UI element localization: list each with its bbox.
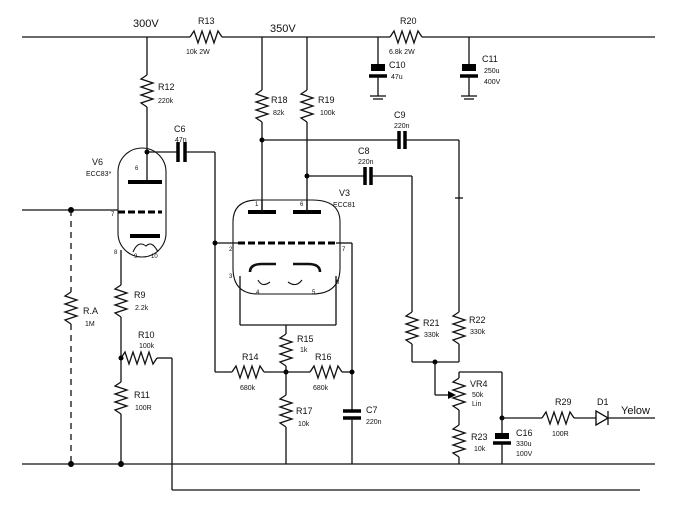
- c9-value: 220n: [394, 123, 410, 130]
- v6-pin-heater-b: 10: [151, 254, 158, 260]
- v6-pin-cathode: 8: [114, 250, 118, 256]
- v3-pin-grid-b: 7: [342, 247, 346, 253]
- v3-plate-branches: [253, 37, 463, 312]
- v6-name: V6: [92, 157, 103, 167]
- v3-bias-network: [212, 240, 361, 464]
- r29-value: 100R: [552, 431, 569, 438]
- c10-value: 47u: [391, 74, 403, 81]
- r11-value: 100R: [135, 405, 152, 412]
- vr4-name: VR4: [470, 379, 488, 389]
- v3-pin-grid-a: 2: [229, 247, 233, 253]
- v3-pin-plate-b: 6: [300, 202, 304, 208]
- r22-name: R22: [469, 315, 486, 325]
- r14-name: R14: [242, 352, 259, 362]
- r17-name: R17: [296, 406, 313, 416]
- r19-name: R19: [318, 95, 335, 105]
- r29-name: R29: [555, 397, 572, 407]
- v6-pin-heater-a: 9: [134, 254, 138, 260]
- r20-value: 6.8k 2W: [389, 49, 415, 56]
- mixer-network: [403, 311, 655, 464]
- r16-name: R16: [315, 352, 332, 362]
- vr4-value: 50k: [472, 392, 484, 399]
- r18-name: R18: [271, 95, 288, 105]
- r10-value: 100k: [139, 343, 155, 350]
- c16-name: C16: [516, 428, 533, 438]
- r22-value: 330k: [470, 329, 486, 336]
- r15-name: R15: [297, 334, 314, 344]
- r9-name: R9: [134, 290, 146, 300]
- input-line: [22, 207, 118, 467]
- c7-value: 220n: [366, 419, 382, 426]
- r13-value: 10k 2W: [186, 49, 210, 56]
- v3-pin-heater-a: 4: [256, 290, 260, 296]
- r14-value: 680k: [240, 385, 256, 392]
- ra-value: 1M: [85, 321, 95, 328]
- c8-value: 220n: [358, 159, 374, 166]
- vr4-taper: Lin: [472, 401, 481, 408]
- c8-name: C8: [358, 146, 370, 156]
- r21-name: R21: [423, 318, 440, 328]
- v6-type: ECC83*: [86, 171, 112, 178]
- output-label: Yelow: [621, 405, 650, 417]
- r9-value: 2.2k: [135, 305, 149, 312]
- v3-tube: [232, 199, 341, 295]
- r12-value: 220k: [158, 98, 174, 105]
- c6-value: 47n: [175, 137, 187, 144]
- r11-name: R11: [134, 390, 150, 400]
- c11-name: C11: [482, 54, 498, 64]
- r18-value: 82k: [273, 110, 285, 117]
- c11-capacitor: [460, 37, 478, 100]
- v6-plate-branch: [138, 37, 216, 372]
- r13-name: R13: [198, 16, 215, 26]
- v6-pin-grid: 7: [111, 212, 115, 218]
- rail-300v-label: 300V: [133, 18, 159, 30]
- c6-name: C6: [174, 124, 186, 134]
- r20-name: R20: [400, 16, 417, 26]
- v3-pin-cathode-b: 8: [336, 280, 340, 286]
- c10-name: C10: [389, 60, 406, 70]
- r19-value: 100k: [320, 110, 336, 117]
- c11-value: 250u: [484, 68, 500, 75]
- v6-tube: [117, 147, 167, 258]
- r12-name: R12: [158, 82, 175, 92]
- rail-350v-label: 350V: [270, 23, 296, 35]
- v3-pin-cathode-a: 3: [229, 274, 233, 280]
- r23-name: R23: [471, 432, 488, 442]
- c16-value: 330u: [516, 441, 532, 448]
- c9-name: C9: [394, 110, 406, 120]
- v3-pin-heater-b: 5: [312, 290, 316, 296]
- c16-voltage: 100V: [516, 451, 533, 458]
- c10-capacitor: [369, 37, 387, 100]
- r15-value: 1k: [300, 347, 308, 354]
- r10-name: R10: [138, 330, 155, 340]
- c7-name: C7: [366, 405, 378, 415]
- r21-value: 330k: [424, 332, 440, 339]
- supply-rail: [22, 28, 655, 46]
- r17-value: 10k: [298, 421, 310, 428]
- v3-name: V3: [339, 188, 350, 198]
- ra-name: R.A: [83, 306, 98, 316]
- v6-cathode-chain: [112, 250, 640, 491]
- r23-value: 10k: [474, 446, 486, 453]
- v3-pin-plate-a: 1: [255, 202, 259, 208]
- v3-type: ECC81: [333, 202, 356, 209]
- d1-name: D1: [597, 397, 609, 407]
- c11-voltage: 400V: [484, 79, 501, 86]
- v6-pin-plate: 6: [135, 166, 139, 172]
- r16-value: 680k: [313, 385, 329, 392]
